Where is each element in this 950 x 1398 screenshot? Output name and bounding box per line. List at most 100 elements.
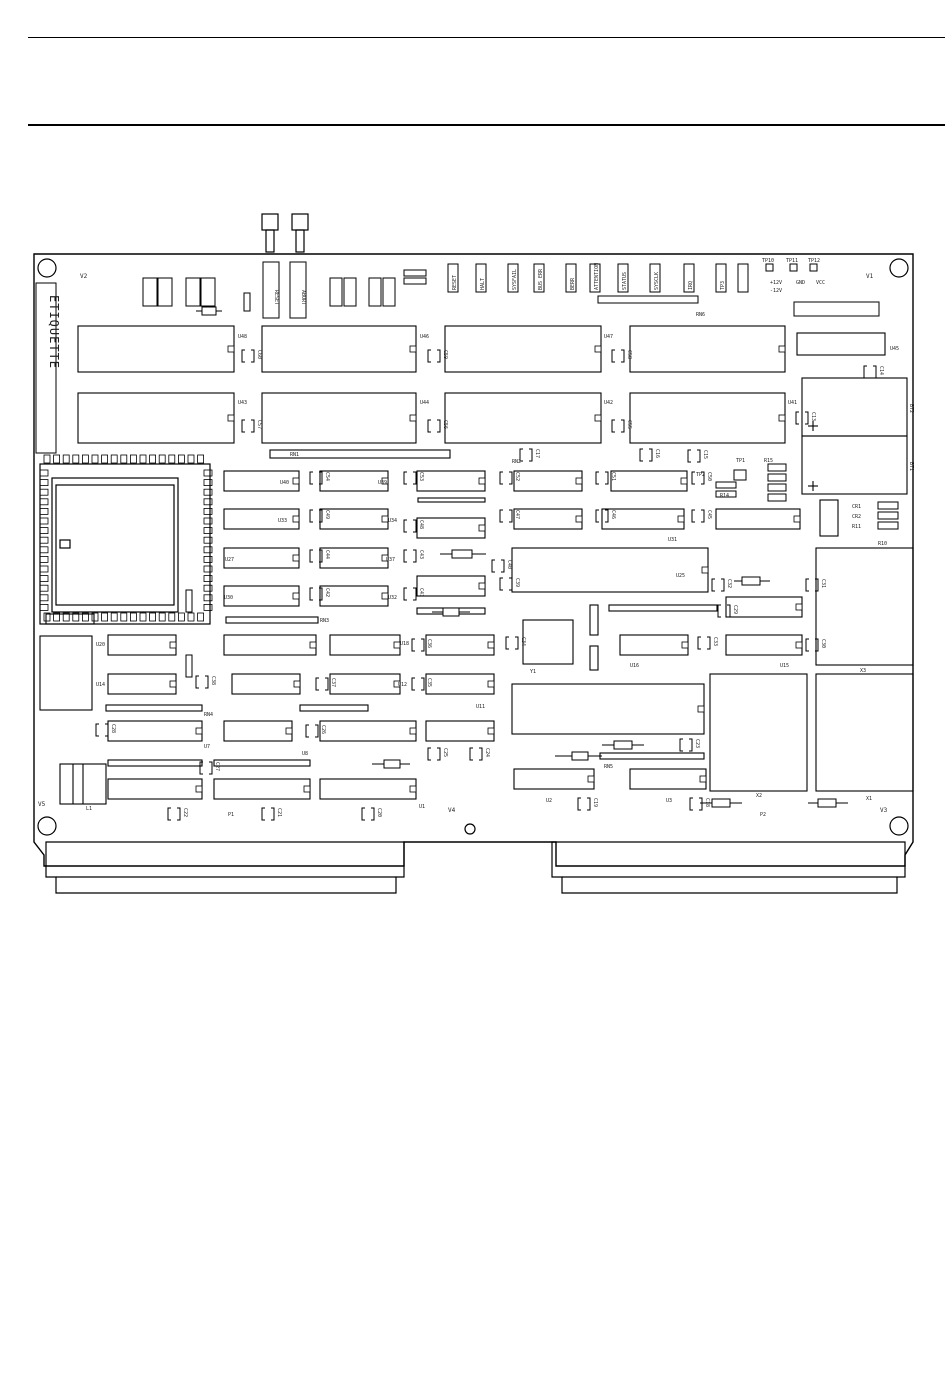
cpu-pin	[203, 498, 213, 506]
svg-text:U37: U37	[386, 557, 395, 563]
cpu-pin	[72, 454, 80, 464]
svg-text:RESET: RESET	[273, 290, 279, 305]
svg-text:V1: V1	[866, 273, 874, 280]
capacitor-label: C49	[324, 510, 330, 519]
chip-notch	[409, 414, 417, 422]
svg-text:U42: U42	[604, 400, 613, 406]
svg-text:U44: U44	[420, 400, 429, 406]
capacitor-marker	[795, 411, 809, 425]
svg-text:V2: V2	[80, 273, 88, 280]
chip-notch	[169, 641, 177, 649]
svg-text:VCC: VCC	[816, 280, 825, 286]
top-small-connectors	[142, 261, 880, 319]
capacitor-label: C15	[702, 450, 708, 459]
capacitor-label: C37	[330, 678, 336, 687]
capacitor-markers	[95, 349, 877, 821]
svg-text:R15: R15	[764, 458, 773, 464]
cpu-pin	[101, 454, 108, 464]
capacitor-label: C58	[626, 350, 632, 359]
svg-text:U14: U14	[96, 682, 105, 688]
capacitor-label: C41	[418, 588, 424, 597]
svg-text:P1: P1	[228, 812, 234, 818]
chip-notch	[778, 345, 786, 353]
chip-notch	[409, 345, 417, 353]
top-switch-abort	[291, 213, 309, 253]
capacitor-marker	[309, 471, 323, 485]
cpu-pin	[39, 546, 49, 554]
capacitor-marker	[403, 519, 417, 533]
header-rule-bottom	[28, 124, 945, 126]
capacitor-label: C39	[514, 578, 520, 587]
resistors	[185, 292, 848, 808]
svg-text:U15: U15	[780, 663, 789, 669]
capacitor-label: C60	[256, 350, 262, 359]
chip-notch	[227, 414, 235, 422]
chip-notch	[381, 477, 389, 485]
cpu-pin	[62, 454, 70, 464]
cpu-pin	[177, 612, 185, 622]
cpu-pin	[197, 612, 205, 622]
chip-notch	[292, 592, 300, 600]
capacitor-label: C46	[610, 510, 616, 519]
svg-text:TP1: TP1	[736, 458, 745, 464]
capacitor-label: C45	[706, 510, 712, 519]
capacitor-marker	[611, 419, 625, 433]
capacitor-marker	[577, 797, 591, 811]
chip-notch	[381, 515, 389, 523]
capacitor-label: C34	[520, 637, 526, 646]
cpu-pin	[39, 507, 49, 515]
svg-text:U32: U32	[388, 595, 397, 601]
cpu-pin	[203, 556, 213, 563]
chip-notch	[795, 641, 803, 649]
cpu-pin	[62, 612, 70, 622]
edge-connector-p2	[45, 841, 405, 894]
capacitor-marker	[691, 509, 705, 523]
svg-text:BT1: BT1	[908, 462, 914, 471]
capacitor-label: C33	[712, 637, 718, 646]
svg-text:X3: X3	[860, 668, 866, 674]
svg-text:R11: R11	[852, 524, 861, 530]
cpu-pin	[149, 454, 157, 464]
svg-text:R14: R14	[720, 493, 729, 499]
capacitor-label: C13	[810, 412, 816, 421]
capacitor-label: C56	[442, 420, 448, 429]
cpu-pin	[203, 604, 213, 611]
top-switch-reset	[261, 213, 279, 253]
svg-text:CR2: CR2	[852, 514, 861, 520]
chip-notch	[487, 641, 495, 649]
capacitor-marker	[499, 509, 513, 523]
svg-text:U18: U18	[400, 641, 409, 647]
capacitor-label: C51	[610, 472, 616, 481]
logic-chip-notches	[169, 345, 803, 793]
chip-notch	[575, 477, 583, 485]
svg-text:U1: U1	[419, 804, 425, 810]
capacitor-label: C29	[732, 605, 738, 614]
cpu-pin	[129, 454, 137, 464]
capacitor-marker	[717, 604, 731, 618]
svg-text:BT2: BT2	[908, 404, 914, 413]
chip-notch	[487, 680, 495, 688]
capacitor-marker	[309, 549, 323, 563]
svg-text:V5: V5	[38, 801, 46, 808]
cpu-plcc	[39, 463, 211, 625]
svg-text:U2: U2	[546, 798, 552, 804]
chip-notch	[195, 785, 203, 793]
svg-text:U34: U34	[388, 518, 397, 524]
cpu-pin	[82, 612, 89, 622]
svg-text:CR1: CR1	[852, 504, 861, 510]
cpu-pin	[39, 556, 49, 563]
cpu-pin	[139, 454, 147, 464]
cpu-pin	[203, 575, 213, 582]
chip-notch	[227, 345, 235, 353]
capacitor-marker	[697, 636, 711, 650]
capacitor-marker	[595, 509, 609, 523]
capacitor-label: C59	[442, 350, 448, 359]
cpu-pin	[72, 612, 80, 622]
right-jumper-labels: CR1 CR2 R11 R10 TP1 R14 R15 TP2	[696, 458, 887, 547]
capacitor-label: C25	[442, 748, 448, 757]
capacitor-label: C22	[182, 808, 188, 817]
svg-text:U30: U30	[224, 595, 233, 601]
capacitor-marker	[361, 807, 375, 821]
chip-notch	[478, 477, 486, 485]
chip-notch	[409, 727, 417, 735]
